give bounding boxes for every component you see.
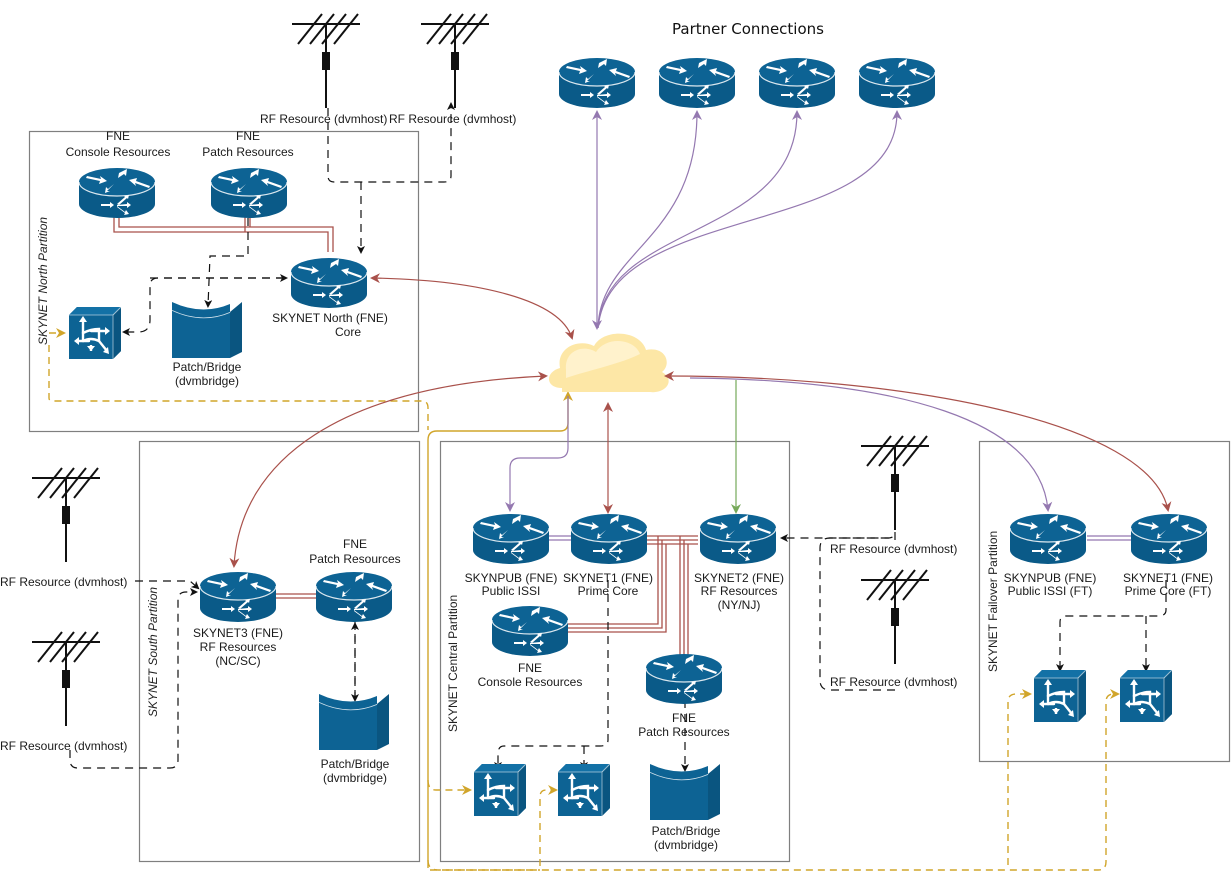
issi-trunks: [549, 535, 1131, 541]
failover-switch-icon-2[interactable]: [1118, 668, 1174, 724]
north-console-label: FNE: [106, 129, 130, 143]
partition-south: [138, 440, 421, 863]
rf-resource-label: RF Resource (dvmhost): [389, 112, 516, 126]
north-switch-icon[interactable]: [67, 305, 123, 361]
trunk-links: [229, 273, 1172, 568]
rf-resource-label: RF Resource (dvmhost): [0, 739, 127, 753]
rf-resource-label: RF Resource (dvmhost): [260, 112, 387, 126]
internal-trunks: [113, 213, 698, 656]
central-rf-router[interactable]: [699, 513, 777, 565]
central-prime-label: Prime Core: [578, 584, 639, 598]
antenna-icon: [31, 467, 101, 563]
central-console-label: Console Resources: [478, 675, 583, 689]
south-bridge-label: Patch/Bridge: [321, 757, 390, 771]
north-console-label: Console Resources: [66, 145, 171, 159]
central-rf-label: RF Resources: [701, 584, 778, 598]
failover-pub-label: SKYNPUB (FNE): [1004, 571, 1097, 585]
central-pub-label: SKYNPUB (FNE): [465, 571, 558, 585]
central-rf-label: SKYNET2 (FNE): [694, 571, 784, 585]
central-switch-icon-1[interactable]: [472, 762, 528, 818]
partner-router-4[interactable]: [858, 57, 936, 109]
south-bridge-label: (dvmbridge): [323, 771, 387, 785]
failover-pub-router[interactable]: [1009, 513, 1087, 565]
central-prime-router[interactable]: [570, 513, 648, 565]
south-core-label: SKYNET3 (FNE): [193, 626, 283, 640]
central-patch-router[interactable]: [645, 653, 723, 705]
central-console-label: FNE: [518, 661, 542, 675]
central-pub-label: Public ISSI: [482, 584, 541, 598]
north-core-label: SKYNET North (FNE): [272, 311, 388, 325]
central-rf-label: (NY/NJ): [718, 598, 761, 612]
central-pub-router[interactable]: [472, 513, 550, 565]
south-core-label: (NC/SC): [215, 654, 260, 668]
failover-issi-link: [689, 377, 1053, 512]
north-core-label: Core: [335, 325, 361, 339]
south-bridge-icon[interactable]: [318, 693, 390, 751]
failover-prime-label: Prime Core (FT): [1125, 584, 1212, 598]
central-patch-label: FNE: [672, 711, 696, 725]
partner-router-1[interactable]: [558, 57, 636, 109]
central-switch-icon-2[interactable]: [556, 762, 612, 818]
central-patch-label: Patch Resources: [638, 725, 729, 739]
north-patch-label: Patch Resources: [202, 145, 293, 159]
central-prime-label: SKYNET1 (FNE): [563, 571, 653, 585]
south-core-label: RF Resources: [200, 640, 277, 654]
partition-failover: [978, 440, 1231, 763]
antenna-icon: [860, 569, 930, 665]
north-core-router[interactable]: [290, 257, 368, 309]
south-patch-router[interactable]: [315, 571, 393, 623]
antenna-icon: [291, 13, 361, 109]
partner-links: [592, 110, 902, 330]
partition-label-south: SKYNET South Partition: [146, 587, 160, 717]
south-core-router[interactable]: [199, 571, 277, 623]
failover-pub-label: Public ISSI (FT): [1008, 584, 1093, 598]
partition-label-north: SKYNET North Partition: [36, 217, 50, 345]
central-console-router[interactable]: [491, 605, 569, 657]
failover-prime-label: SKYNET1 (FNE): [1123, 571, 1213, 585]
partition-label-failover: SKYNET Failover Partition: [986, 531, 1000, 672]
central-issi-link: [505, 396, 569, 512]
partition-label-central: SKYNET Central Partition: [446, 595, 460, 732]
central-bridge-label: (dvmbridge): [654, 838, 718, 852]
north-bridge-label: Patch/Bridge: [173, 360, 242, 374]
central-bridge-icon[interactable]: [649, 763, 721, 821]
rf-resource-label: RF Resource (dvmhost): [830, 542, 957, 556]
central-bridge-label: Patch/Bridge: [652, 824, 721, 838]
antenna-icon: [31, 631, 101, 727]
partner-connections-title: Partner Connections: [672, 20, 824, 38]
rf-resource-label: RF Resource (dvmhost): [830, 675, 957, 689]
north-bridge-label: (dvmbridge): [175, 374, 239, 388]
partition-central: [439, 440, 791, 863]
south-patch-label: Patch Resources: [309, 552, 400, 566]
south-patch-label: FNE: [343, 537, 367, 551]
north-console-router[interactable]: [78, 167, 156, 219]
failover-prime-router[interactable]: [1130, 513, 1208, 565]
rf-resource-label: RF Resource (dvmhost): [0, 575, 127, 589]
antenna-icon: [860, 435, 930, 531]
partner-router-3[interactable]: [758, 57, 836, 109]
north-patch-router[interactable]: [210, 167, 288, 219]
failover-switch-icon-1[interactable]: [1032, 668, 1088, 724]
north-bridge-icon[interactable]: [171, 301, 243, 359]
partner-router-2[interactable]: [658, 57, 736, 109]
cloud-icon: [548, 333, 669, 393]
north-patch-label: FNE: [236, 129, 260, 143]
antenna-icon: [420, 13, 490, 109]
